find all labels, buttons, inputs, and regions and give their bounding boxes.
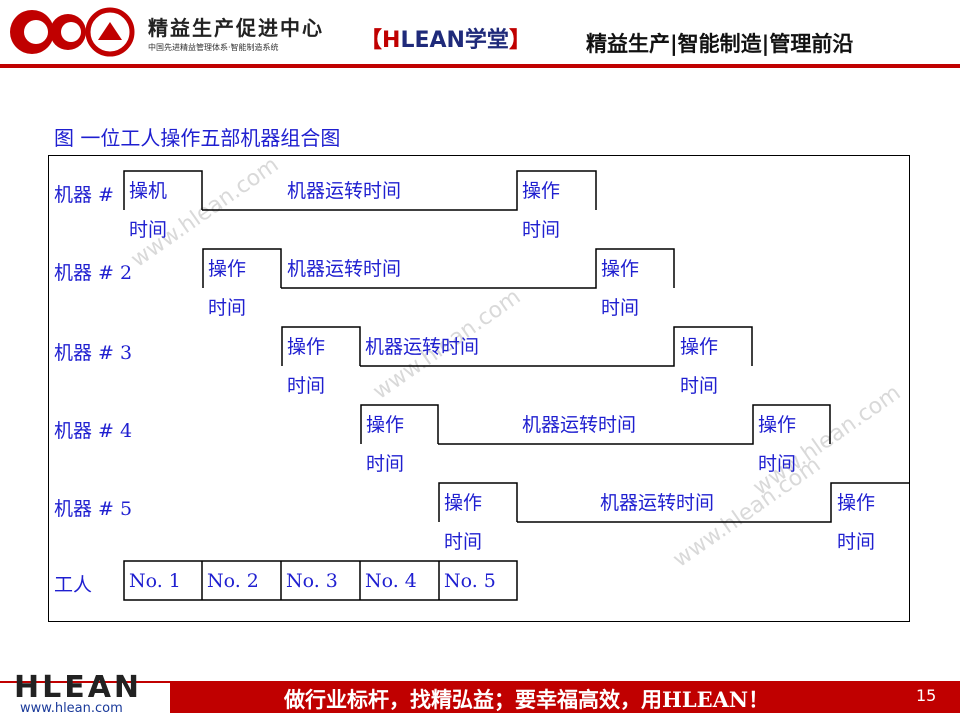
header: 精益生产促进中心 中国先进精益管理体系·智能制造系统 【HLEAN学堂】 精益生… <box>0 0 960 66</box>
machine-2-run-label: 机器运转时间 <box>287 258 402 280</box>
machine-4-op1-label-line2: 时间 <box>366 453 405 475</box>
machine-3-op1-label-line2: 时间 <box>287 375 326 397</box>
brand-subtitle: 中国先进精益管理体系·智能制造系统 <box>148 43 279 52</box>
worker-row-box <box>123 560 518 601</box>
machine-5-op1-box <box>438 482 518 522</box>
worker-cell-5: No. 5 <box>444 570 496 592</box>
machine-1-run-line <box>202 170 597 211</box>
machine-3-run-label: 机器运转时间 <box>365 336 480 358</box>
machine-2-op1-box <box>202 248 282 288</box>
machine-3-op1-label: 操作 <box>287 336 326 358</box>
worker-label: 工人 <box>54 574 93 596</box>
footer-bar <box>170 681 960 713</box>
machine-4-op2-label-line2: 时间 <box>758 453 797 475</box>
machine-3-run-line <box>360 326 753 367</box>
machine-5-op1-label-line2: 时间 <box>444 531 483 553</box>
figure-title: 图 一位工人操作五部机器组合图 <box>54 126 341 150</box>
brand-title: 精益生产促进中心 <box>148 16 324 40</box>
machine-1-run-label: 机器运转时间 <box>287 180 402 202</box>
page-number: 15 <box>916 686 937 705</box>
worker-cell-4: No. 4 <box>365 570 417 592</box>
footer-accent-line <box>0 681 170 683</box>
machine-5-run-label: 机器运转时间 <box>600 492 715 514</box>
machine-1-op2-label-line2: 时间 <box>522 219 561 241</box>
machine-2-op1-label-line2: 时间 <box>208 297 247 319</box>
machine-5-op2-label-line2: 时间 <box>837 531 876 553</box>
machine-2-op2-label-line2: 时间 <box>601 297 640 319</box>
machine-4-run-label: 机器运转时间 <box>522 414 637 436</box>
machine-4-op1-box <box>360 404 439 444</box>
worker-cell-1: No. 1 <box>129 570 181 592</box>
footer-url: www.hlean.com <box>20 701 123 716</box>
footer-slogan: 做行业标杆，找精弘益；要幸福高效，用HLEAN！ <box>284 687 770 712</box>
machine-1-op1-box <box>123 170 203 210</box>
machine-2-label: 机器 # 2 <box>54 262 133 284</box>
machine-5-label: 机器 # 5 <box>54 498 133 520</box>
machine-1-op1-label: 操机 <box>129 180 168 202</box>
hlean-academy-tag: 【HLEAN学堂】 <box>360 28 531 53</box>
machine-2-run-line <box>281 248 675 289</box>
machine-4-label: 机器 # 4 <box>54 420 133 442</box>
machine-3-op2-label-line2: 时间 <box>680 375 719 397</box>
machine-3-op1-box <box>281 326 361 366</box>
machine-3-op2-label: 操作 <box>680 336 719 358</box>
machine-5-run-line <box>517 482 909 523</box>
worker-cell-2: No. 2 <box>207 570 259 592</box>
machine-1-op2-label: 操作 <box>522 180 561 202</box>
header-tagline: 精益生产|智能制造|管理前沿 <box>586 32 854 56</box>
worker-cell-3: No. 3 <box>286 570 338 592</box>
machine-1-op1-label-line2: 时间 <box>129 219 168 241</box>
footer-logo: HLEAN <box>14 670 143 705</box>
machine-5-op1-label: 操作 <box>444 492 483 514</box>
machine-2-op1-label: 操作 <box>208 258 247 280</box>
machine-1-label: 机器 # <box>54 184 114 206</box>
figure-frame <box>48 155 910 622</box>
header-divider <box>0 64 960 68</box>
brand-logo-icon <box>10 7 135 57</box>
machine-3-label: 机器 # 3 <box>54 342 133 364</box>
machine-5-op2-label: 操作 <box>837 492 876 514</box>
machine-2-op2-label: 操作 <box>601 258 640 280</box>
machine-4-op2-label: 操作 <box>758 414 797 436</box>
machine-4-op1-label: 操作 <box>366 414 405 436</box>
machine-4-run-line <box>438 404 831 445</box>
